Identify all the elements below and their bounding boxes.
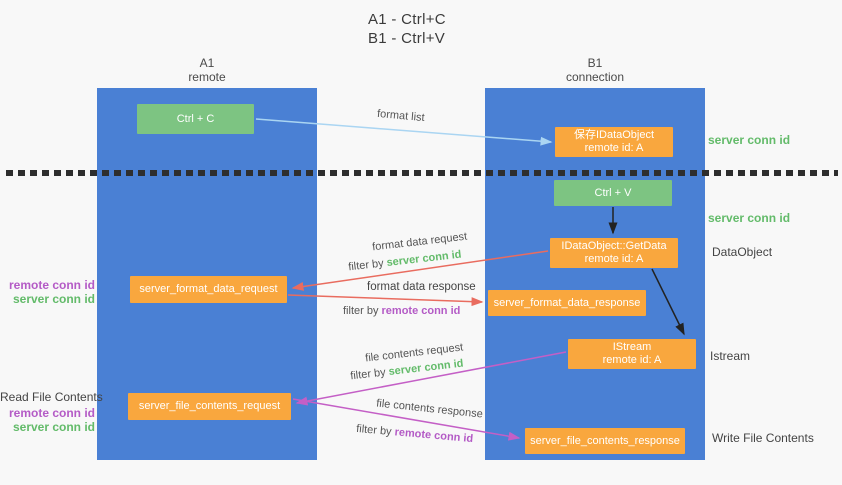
label-write-file-contents: Write File Contents <box>712 431 814 445</box>
lane-a1-name: A1 <box>199 56 215 70</box>
node-ctrl-v: Ctrl + V <box>554 180 672 206</box>
save-idataobject-line1: 保存IDataObject <box>573 129 655 141</box>
title-line-1: A1 - Ctrl+C <box>368 11 446 28</box>
label-server-conn-id-mid: server conn id <box>708 211 791 225</box>
diagram-title: A1 - Ctrl+C B1 - Ctrl+V <box>368 10 446 48</box>
filter-by-value-1: server conn id <box>385 248 463 270</box>
filter-by-prefix-4: filter by <box>355 422 396 439</box>
label-server-conn-id-left-bottom: server conn id <box>12 420 95 434</box>
filter-by-prefix-1: filter by <box>347 257 388 274</box>
arrow-format-data-response <box>287 294 484 307</box>
node-idataobject-getdata: IDataObject::GetData remote id: A <box>550 238 678 268</box>
lane-header-a1: A1 remote <box>97 56 317 84</box>
filter-by-value-2: remote conn id <box>381 305 461 317</box>
lane-b1-role: connection <box>565 70 625 84</box>
label-dataobject: DataObject <box>712 245 773 259</box>
node-server-format-data-request: server_format_data_request <box>130 276 287 303</box>
filter-by-prefix-3: filter by <box>349 366 390 383</box>
node-server-file-contents-request: server_file_contents_request <box>128 393 291 420</box>
node-server-format-data-response: server_format_data_response <box>488 290 646 316</box>
node-server-file-contents-response: server_file_contents_response <box>525 428 685 454</box>
label-remote-conn-id-left-top: remote conn id <box>8 278 95 292</box>
node-ctrl-c: Ctrl + C <box>137 104 254 134</box>
getdata-line2: remote id: A <box>584 253 644 265</box>
filter-by-prefix-2: filter by <box>343 305 382 317</box>
title-line-2: B1 - Ctrl+V <box>368 30 446 47</box>
lane-a1-role: remote <box>188 70 226 84</box>
istream-line2: remote id: A <box>602 354 662 366</box>
getdata-line1: IDataObject::GetData <box>561 240 667 252</box>
lane-b1-name: B1 <box>587 56 603 70</box>
label-filter-by-remote-conn-id-1: filter by remote conn id <box>343 305 460 317</box>
filter-by-value-4: remote conn id <box>394 426 474 446</box>
label-remote-conn-id-left-bottom: remote conn id <box>8 406 95 420</box>
label-filter-by-server-conn-id-1: filter by server conn id <box>348 249 462 274</box>
save-idataobject-line2: remote id: A <box>584 142 644 154</box>
lane-header-b1: B1 connection <box>485 56 705 84</box>
label-format-list: format list <box>376 107 426 125</box>
node-istream: IStream remote id: A <box>568 339 696 369</box>
label-read-file-contents: Read File Contents <box>0 390 103 404</box>
label-istream: Istream <box>710 349 751 363</box>
istream-line1: IStream <box>612 341 652 353</box>
label-format-data-response: format data response <box>367 281 476 293</box>
node-save-idataobject: 保存IDataObject remote id: A <box>555 127 673 157</box>
label-filter-by-remote-conn-id-2: filter by remote conn id <box>356 423 474 445</box>
label-file-contents-response: file contents response <box>375 397 484 421</box>
label-server-conn-id-left-top: server conn id <box>12 292 95 306</box>
label-server-conn-id-top: server conn id <box>708 133 791 147</box>
